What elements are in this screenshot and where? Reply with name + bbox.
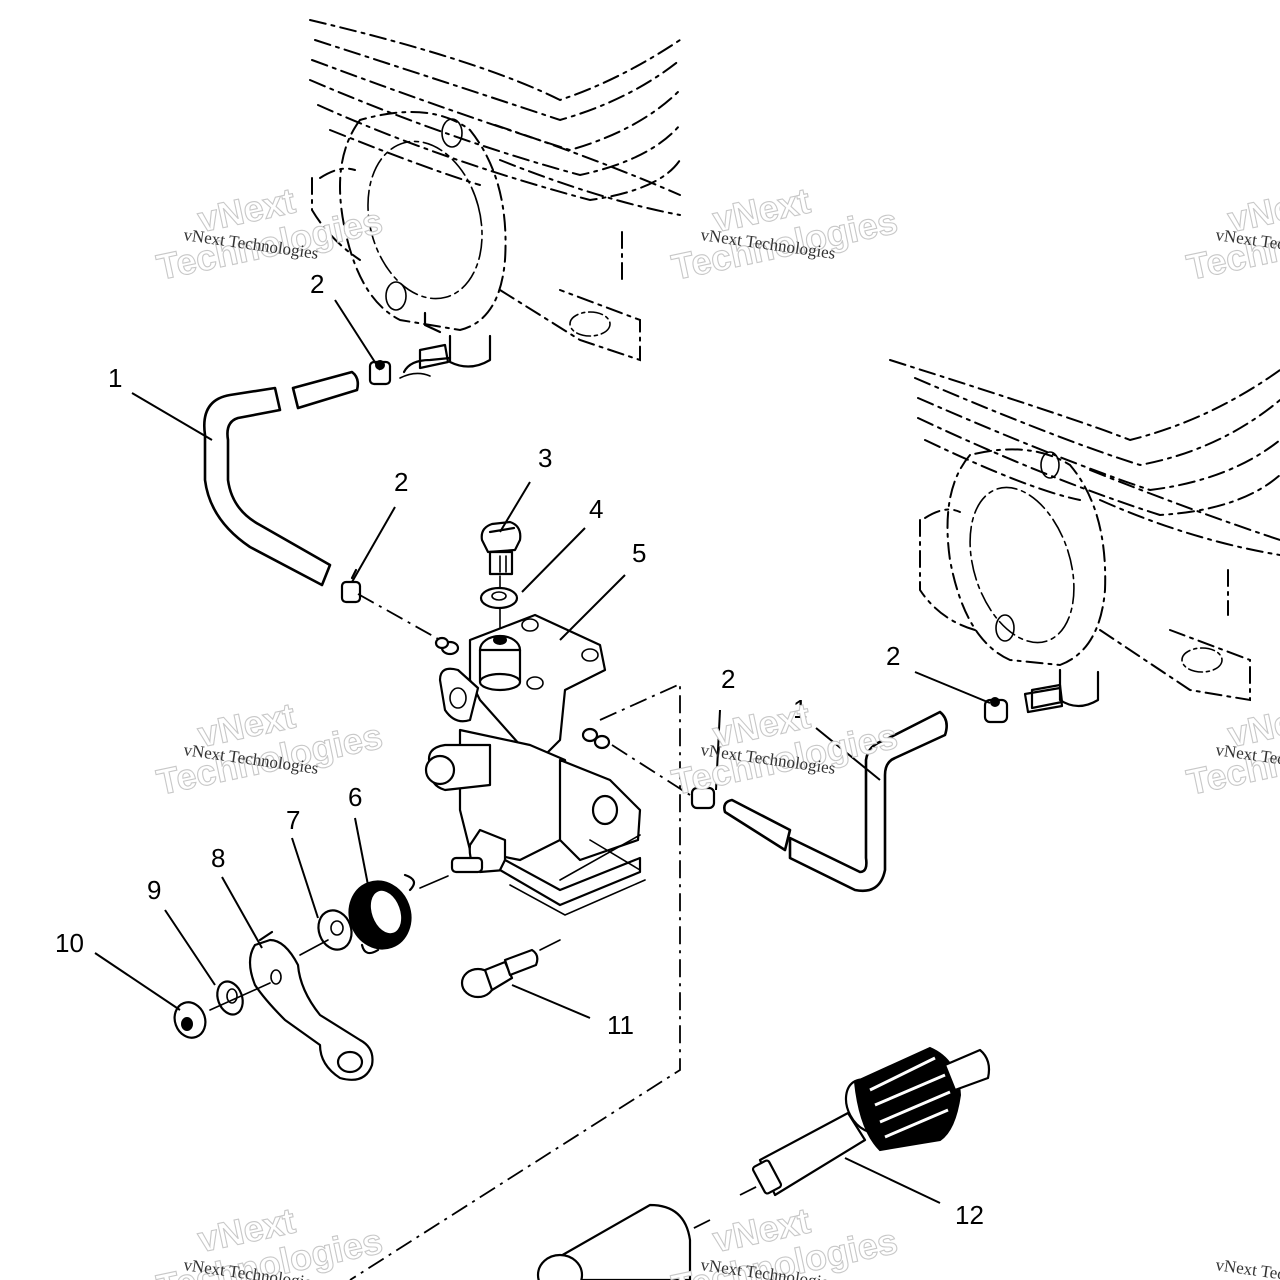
watermark: vNext Technologies: [153, 179, 387, 288]
assembly-line: [349, 682, 681, 1280]
watermark-big-1: vNext: [709, 180, 813, 240]
callout-1-left: 1: [108, 363, 122, 393]
nut: [173, 1001, 207, 1039]
bushing: [536, 1203, 692, 1280]
spring: [348, 873, 449, 955]
clamp-upper-right: [983, 686, 1064, 724]
clamp-mid-right: [690, 786, 716, 810]
cylinder-right: [889, 359, 1280, 710]
lock-washer: [209, 980, 271, 1016]
callout-2-mid-right: 2: [721, 664, 735, 694]
banjo-bolt: [480, 520, 522, 631]
clamp-upper-left: [368, 356, 452, 386]
callout-12: 12: [955, 1200, 984, 1230]
callout-2-mid-left: 2: [394, 467, 408, 497]
clamp-mid-left: [340, 568, 362, 604]
callout-5: 5: [632, 538, 646, 568]
assembly-line: [739, 1184, 761, 1196]
cylinder-upper-left: [309, 19, 681, 370]
callout-7: 7: [286, 805, 300, 835]
callout-8: 8: [211, 843, 225, 873]
washer: [299, 909, 353, 956]
watermark: vNext Technologies: [1183, 179, 1280, 288]
assembly-line: [611, 744, 691, 796]
watermark-small: vNext Technologies: [1214, 1255, 1280, 1280]
callout-11: 11: [607, 1010, 634, 1040]
callout-9: 9: [147, 875, 161, 905]
callout-2-upper-left: 2: [310, 269, 324, 299]
callout-6: 6: [348, 782, 362, 812]
watermark: vNext Technologies: [668, 1199, 902, 1280]
callout-1-right: 1: [793, 694, 807, 724]
drive-gear-shaft: [751, 1046, 991, 1197]
sealing-washer: [479, 586, 519, 610]
watermark: vNext Technologies: [668, 179, 902, 288]
callout-2-upper-right: 2: [886, 641, 900, 671]
hose-right: [723, 710, 948, 893]
leader-lines: [94, 299, 991, 1204]
pump-lever: [248, 930, 374, 1081]
screw: [460, 939, 561, 999]
oil-pump: [424, 613, 646, 916]
callout-4: 4: [589, 494, 603, 524]
watermark: vNext Technologies: [153, 1199, 387, 1280]
callout-3: 3: [538, 443, 552, 473]
callout-10: 10: [55, 928, 84, 958]
assembly-line: [679, 1219, 711, 1236]
hose-left: [202, 370, 360, 587]
assembly-line: [357, 593, 441, 641]
